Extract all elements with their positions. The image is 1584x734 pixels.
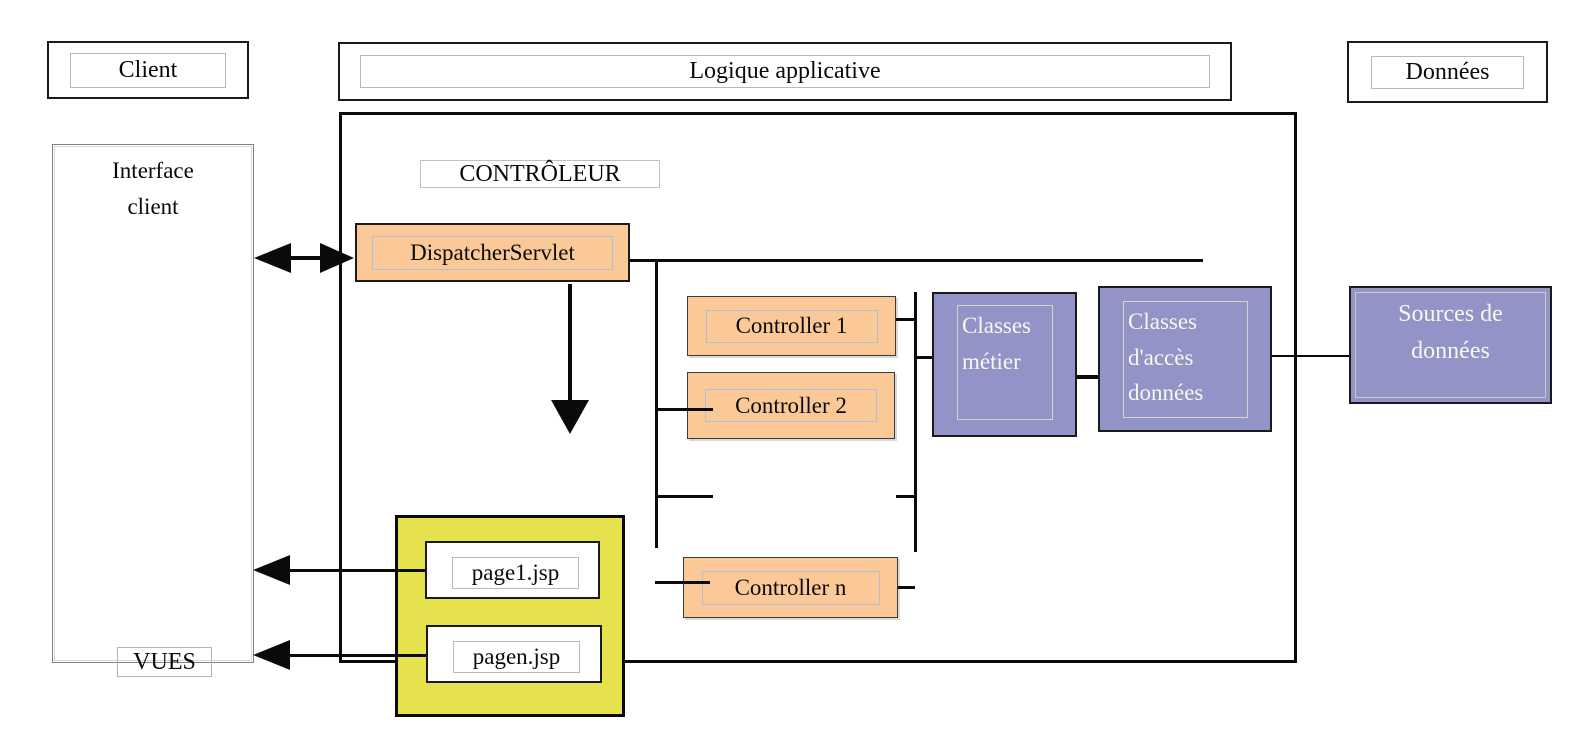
arrowhead-left-icon [254,243,291,273]
connector-branch-right-vertical [914,292,917,552]
classes-acces-donnees-box: Classes d'accès données [1098,286,1272,432]
arrowhead-right-icon [320,243,354,273]
logique-applicative-label: Logique applicative [360,55,1210,88]
connector-to-controller-n-left [655,581,710,584]
controleur-label: CONTRÔLEUR [420,160,660,188]
connector-branch-left-vertical [655,259,658,548]
controller-1-label: Controller 1 [705,309,878,343]
controller-n-box: Controller n [683,557,898,618]
logique-applicative-container [339,112,1297,663]
vues-label: VUES [117,647,212,677]
pagen-response-arrow-shaft [288,654,426,657]
sources-donnees-box: Sources de données [1349,286,1552,404]
classes-metier-box: Classes métier [932,292,1077,437]
client-header-label: Client [70,52,226,88]
logique-applicative-header-box: Logique applicative [338,42,1232,101]
donnees-label: Données [1371,55,1524,89]
request-arrow-shaft [283,256,331,260]
connector-to-controller-2 [655,408,713,411]
pagen-jsp-box: pagen.jsp [426,625,602,683]
controller-1-box: Controller 1 [687,296,896,356]
dispatch-down-arrow-shaft [568,284,572,402]
page1-arrowhead-left-icon [253,555,290,585]
classes-metier-label: Classes métier [957,305,1053,420]
interface-client-panel: Interface client [52,144,254,663]
controller-2-box: Controller 2 [687,372,895,439]
connector-ellipsis-tick-left [655,495,713,498]
client-header-box: Client [47,41,249,99]
page1-jsp-box: page1.jsp [425,541,600,599]
classes-acces-donnees-label: Classes d'accès données [1123,301,1248,418]
sources-donnees-label: Sources de données [1398,301,1503,365]
dispatcher-servlet-label: DispatcherServlet [372,235,613,270]
connector-metier-to-acces [1077,375,1098,379]
interface-client-title: Interface client [112,158,194,219]
pagen-arrowhead-left-icon [253,640,290,670]
connector-dispatcher-right-line [630,259,1203,262]
connector-controller-1-right [896,318,916,321]
dispatcher-servlet-box: DispatcherServlet [355,223,630,282]
controller-n-label: Controller n [701,570,880,605]
page1-jsp-label: page1.jsp [452,557,579,589]
connector-ellipsis-tick-right [896,495,916,498]
connector-controller-n-right [898,586,915,589]
pagen-jsp-label: pagen.jsp [453,641,580,673]
arrowhead-down-icon [551,400,589,434]
connector-acces-to-sources [1272,355,1349,357]
connector-to-classes-metier [914,356,932,359]
page1-response-arrow-shaft [288,569,425,572]
controller-2-label: Controller 2 [705,389,877,422]
donnees-header-box: Données [1347,41,1548,103]
